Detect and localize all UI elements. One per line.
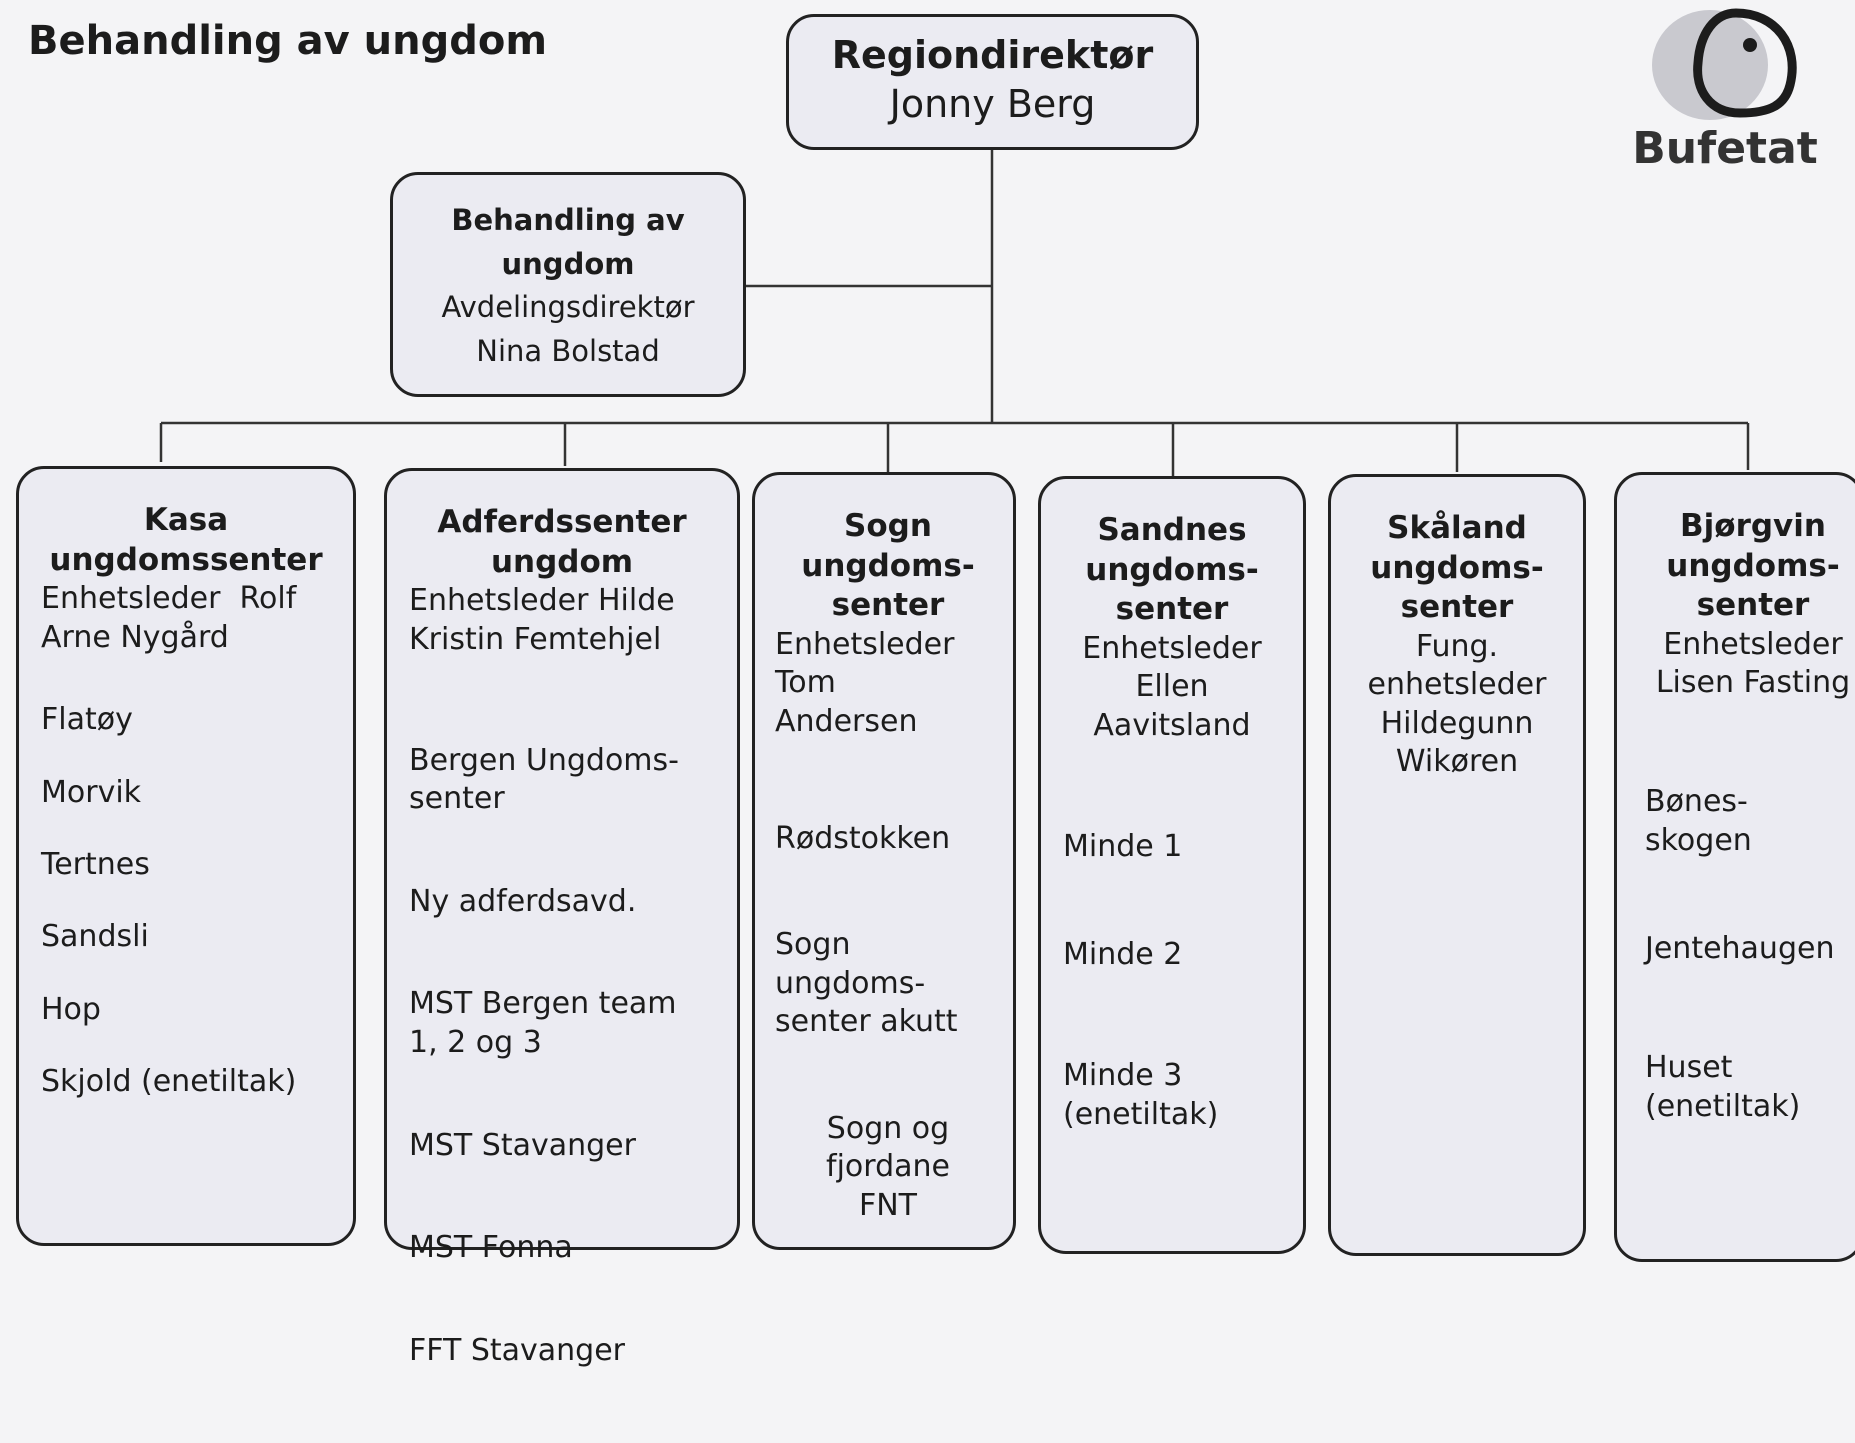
unit-leader: enhetsleder [1367, 667, 1547, 703]
list-item: Skjold (enetiltak) [41, 1064, 297, 1100]
list-item: MST Bergen team 1, 2 og 3 [409, 986, 677, 1060]
connector-lines [159, 148, 1750, 476]
list-item: Sogn og fjordane FNT [826, 1110, 950, 1223]
avdelingsdirektor-box: Behandling av ungdom Avdelingsdirektør N… [390, 172, 746, 397]
unit-item-list: Rødstokken Sogn ungdoms- senter akutt So… [775, 781, 1001, 1297]
owl-logo-icon [1652, 8, 1797, 120]
unit-leader: Enhetsleder [1082, 631, 1262, 667]
list-item: Minde 3 (enetiltak) [1063, 1058, 1219, 1132]
unit-box-sogn: Sogn ungdoms- senter Enhetsleder Tom And… [752, 472, 1016, 1250]
unit-box-adferdssenter: Adferdssenter ungdom Enhetsleder Hilde K… [384, 468, 740, 1368]
list-item: Hop [41, 991, 101, 1027]
list-item: FFT Stavanger [409, 1333, 626, 1369]
unit-leader: Fung. [1415, 629, 1499, 665]
list-item: Huset (enetiltak) [1645, 1050, 1801, 1124]
unit-title: Kasa [143, 502, 229, 538]
list-item: Minde 2 [1063, 937, 1183, 973]
list-item: Minde 1 [1063, 828, 1183, 864]
unit-item-list: Bergen Ungdoms- senter Ny adferdsavd. MS… [409, 703, 715, 1443]
list-item: Bergen Ungdoms- senter [409, 742, 679, 816]
unit-leader: Tom [775, 665, 836, 701]
regiondirektor-title: Regiondirektør [831, 33, 1154, 77]
unit-leader: Enhetsleder [775, 627, 955, 663]
list-item: Sogn ungdoms- senter akutt [775, 927, 958, 1040]
unit-leader: Enhetsleder Hilde [409, 583, 675, 619]
list-item: Morvik [41, 774, 142, 810]
list-item: Rødstokken [775, 820, 951, 856]
unit-item-list: Minde 1 Minde 2 Minde 3 (enetiltak) [1063, 789, 1281, 1206]
list-item: Sandsli [41, 919, 149, 955]
list-item: Tertnes [41, 846, 150, 882]
unit-leader: Enhetsleder Rolf [41, 581, 297, 617]
avdelingsdirektor-title-2: ungdom [501, 246, 635, 281]
unit-box-kasa: Kasa ungdomssenter Enhetsleder Rolf Arne… [16, 466, 356, 1246]
list-item: Ny adferdsavd. [409, 883, 637, 919]
unit-leader: Enhetsleder [1663, 627, 1843, 663]
list-item: Flatøy [41, 702, 133, 738]
unit-box-sandnes: Sandnes ungdoms- senter Enhetsleder Elle… [1038, 476, 1306, 1254]
unit-title: Adferdssenter [437, 504, 687, 540]
avdelingsdirektor-title-1: Behandling av [451, 203, 685, 237]
unit-leader: Andersen [775, 703, 918, 739]
regiondirektor-name: Jonny Berg [889, 81, 1096, 126]
unit-title: senter [1115, 591, 1229, 628]
unit-title: ungdomssenter [49, 541, 323, 578]
unit-leader: Kristin Femtehjel [409, 621, 662, 657]
bufetat-logo: Bufetat [1630, 5, 1820, 175]
unit-title: Skåland [1387, 510, 1527, 546]
unit-leader: Ellen [1135, 669, 1209, 705]
avdelingsdirektor-name: Nina Bolstad [476, 333, 660, 368]
unit-title: Bjørgvin [1680, 508, 1826, 544]
logo-text: Bufetat [1632, 123, 1818, 174]
unit-leader: Aavitsland [1093, 707, 1251, 743]
unit-title: senter [831, 587, 945, 624]
list-item: Bønes- skogen [1645, 784, 1752, 858]
unit-title: ungdoms- [1666, 547, 1840, 584]
unit-title: senter [1400, 589, 1514, 626]
unit-title: ungdom [490, 543, 634, 580]
regiondirektor-box: Regiondirektør Jonny Berg [786, 14, 1199, 150]
unit-title: Sandnes [1097, 512, 1247, 548]
unit-leader: Wikøren [1395, 744, 1519, 780]
unit-title: ungdoms- [1085, 551, 1259, 588]
unit-title: Sogn [844, 508, 932, 544]
list-item: Jentehaugen [1645, 931, 1835, 967]
unit-title: ungdoms- [801, 547, 975, 584]
page-title: Behandling av ungdom [28, 18, 548, 64]
unit-leader: Hildegunn [1380, 705, 1534, 741]
unit-box-skaland: Skåland ungdoms- senter Fung. enhetslede… [1328, 474, 1586, 1256]
unit-title: senter [1696, 587, 1810, 624]
unit-item-list: Flatøy Morvik Tertnes Sandsli Hop Skjold… [41, 701, 331, 1101]
avdelingsdirektor-role: Avdelingsdirektør [441, 290, 695, 324]
list-item: MST Stavanger [409, 1127, 636, 1163]
unit-item-list: Bønes- skogen Jentehaugen Huset (enetilt… [1645, 745, 1855, 1199]
unit-leader: Lisen Fasting [1655, 665, 1851, 701]
list-item: MST Fonna [409, 1230, 573, 1266]
unit-title: ungdoms- [1370, 549, 1544, 586]
unit-box-bjorgvin: Bjørgvin ungdoms- senter Enhetsleder Lis… [1614, 472, 1855, 1262]
unit-leader: Arne Nygård [41, 619, 229, 655]
